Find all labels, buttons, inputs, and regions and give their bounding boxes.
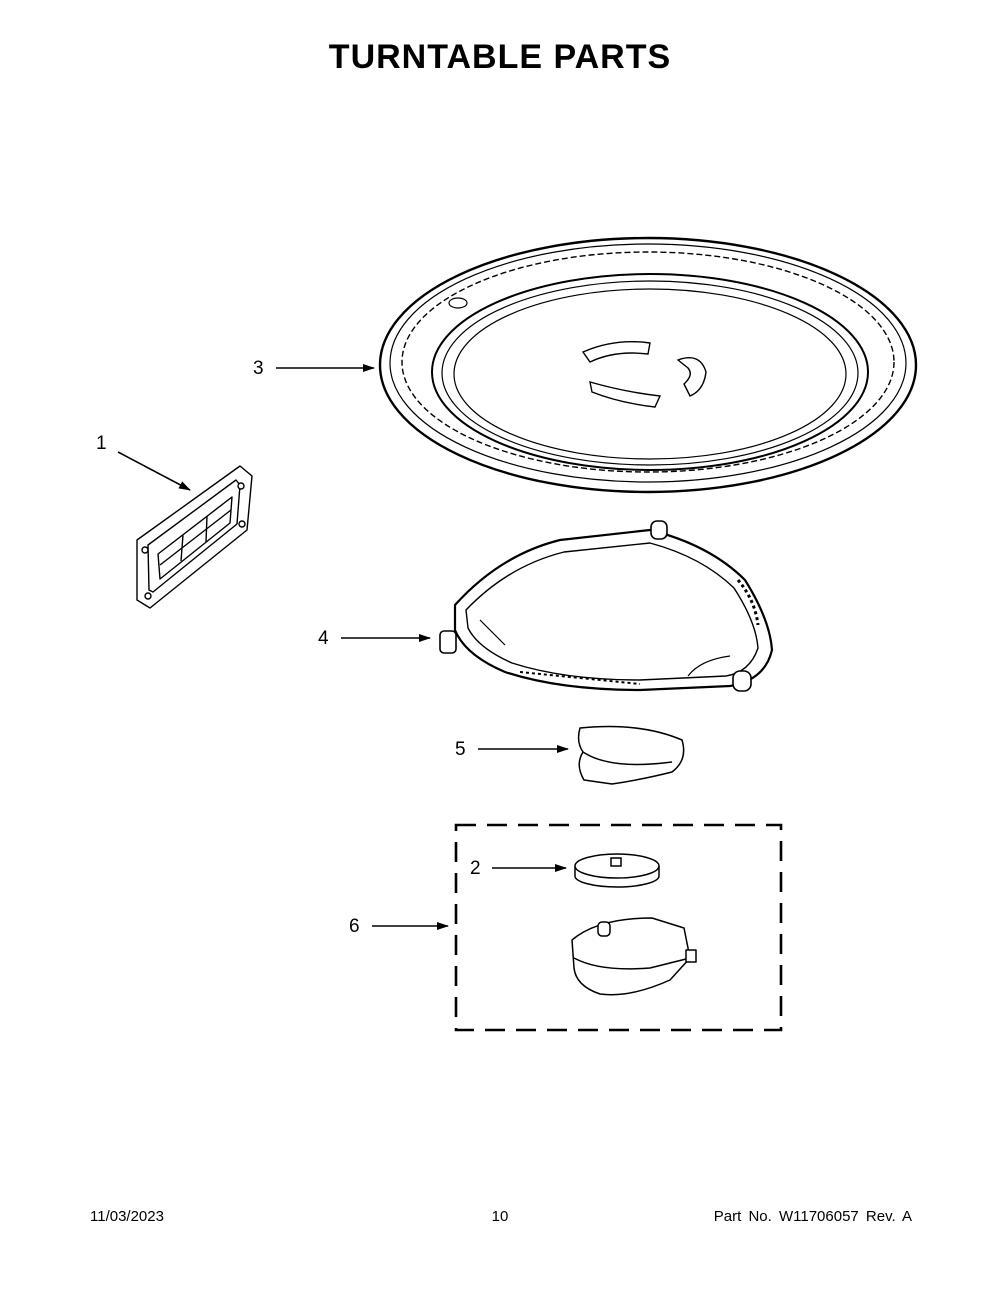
footer-page-number: 10 bbox=[491, 1208, 509, 1225]
leader-arrows bbox=[117, 364, 569, 930]
part-4-roller-ring bbox=[439, 520, 774, 692]
footer-part-number: Part No. W11706057 Rev. A bbox=[713, 1208, 912, 1225]
part-1-grille-cover bbox=[136, 465, 253, 609]
turntable-motor bbox=[571, 917, 697, 996]
page-title: TURNTABLE PARTS bbox=[328, 38, 672, 76]
callout-4: 4 bbox=[318, 628, 329, 649]
callout-1: 1 bbox=[96, 433, 107, 454]
callout-2: 2 bbox=[470, 858, 481, 879]
part-2-drive-disk bbox=[574, 853, 660, 888]
callout-5: 5 bbox=[455, 739, 466, 760]
part-3-turntable-tray bbox=[378, 236, 918, 494]
callout-6: 6 bbox=[349, 916, 360, 937]
callout-3: 3 bbox=[253, 358, 264, 379]
footer-date: 11/03/2023 bbox=[90, 1208, 164, 1225]
part-6-kit-boundary bbox=[454, 823, 783, 1032]
part-5-coupler bbox=[577, 725, 685, 785]
